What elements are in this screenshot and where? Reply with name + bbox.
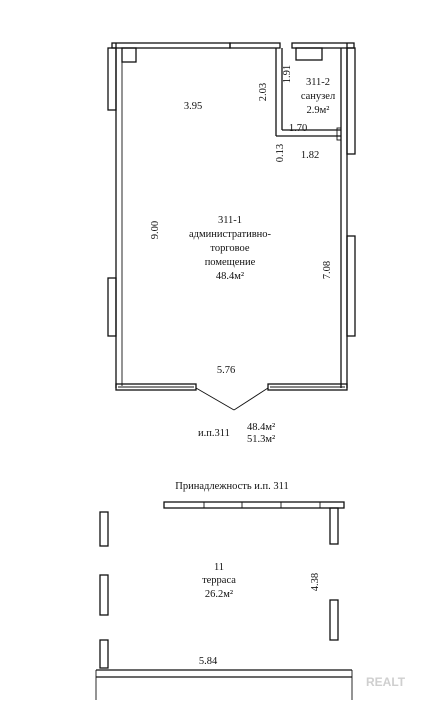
terrace-top-rail xyxy=(163,501,345,509)
door-leaf-left xyxy=(195,387,235,411)
room-311-2-walls xyxy=(275,47,342,141)
top-wall-mid xyxy=(229,42,281,49)
bottom-wall-right xyxy=(267,383,348,391)
dim-7-08: 7.08 xyxy=(322,261,333,279)
summary-label: и.п.311 xyxy=(198,428,230,439)
left-window-top xyxy=(107,47,117,111)
dim-1-82: 1.82 xyxy=(301,150,319,161)
dim-5-76: 5.76 xyxy=(217,365,235,376)
terrace-name: терраса xyxy=(202,575,236,586)
room-311-2-area: 2.9м² xyxy=(307,105,330,116)
bath-door-stub xyxy=(336,127,342,141)
room-311-2-id: 311-2 xyxy=(306,77,330,88)
room-311-1-name-1: административно- xyxy=(189,229,272,240)
top-wall-right xyxy=(291,42,355,49)
dim-0-13: 0.13 xyxy=(275,144,286,162)
terrace-left-post-bottom xyxy=(99,639,109,669)
terrace-area: 26.2м² xyxy=(205,589,233,600)
room-311-1-area: 48.4м² xyxy=(216,271,244,282)
room-311-2-name: санузел xyxy=(301,91,335,102)
room-311-1-id: 311-1 xyxy=(218,215,242,226)
summary-area-1: 48.4м² xyxy=(247,422,275,433)
dim-4-38: 4.38 xyxy=(310,573,321,591)
room-311-1-name-2: торговое xyxy=(210,243,250,254)
terrace-right-post-bottom xyxy=(329,599,339,641)
top-wall-left xyxy=(111,42,231,49)
terrace-left-post-mid xyxy=(99,574,109,616)
dim-9-00: 9.00 xyxy=(150,221,161,239)
dim-1-91: 1.91 xyxy=(282,65,293,83)
terrace-walls xyxy=(95,501,353,700)
door-leaf-right xyxy=(233,387,269,411)
belonging-title: Принадлежность и.п. 311 xyxy=(175,481,289,492)
left-window-bottom xyxy=(107,277,117,337)
summary-area-2: 51.3м² xyxy=(247,434,275,445)
bath-fixture xyxy=(295,47,323,61)
dim-2-03: 2.03 xyxy=(258,83,269,101)
terrace-id: 11 xyxy=(214,562,224,573)
bottom-wall-left xyxy=(115,383,197,391)
right-window-top xyxy=(346,47,356,155)
dim-5-84: 5.84 xyxy=(199,656,218,667)
watermark: REALT xyxy=(366,675,406,689)
dim-3-95: 3.95 xyxy=(184,101,202,112)
room-311-1-name-3: помещение xyxy=(205,257,256,268)
terrace-right-post-top xyxy=(329,507,339,545)
terrace-left-post-top xyxy=(99,511,109,547)
dim-1-70: 1.70 xyxy=(289,123,307,134)
room-311-1-walls xyxy=(107,42,356,411)
corner-column xyxy=(121,47,137,63)
right-window-bottom xyxy=(346,235,356,337)
